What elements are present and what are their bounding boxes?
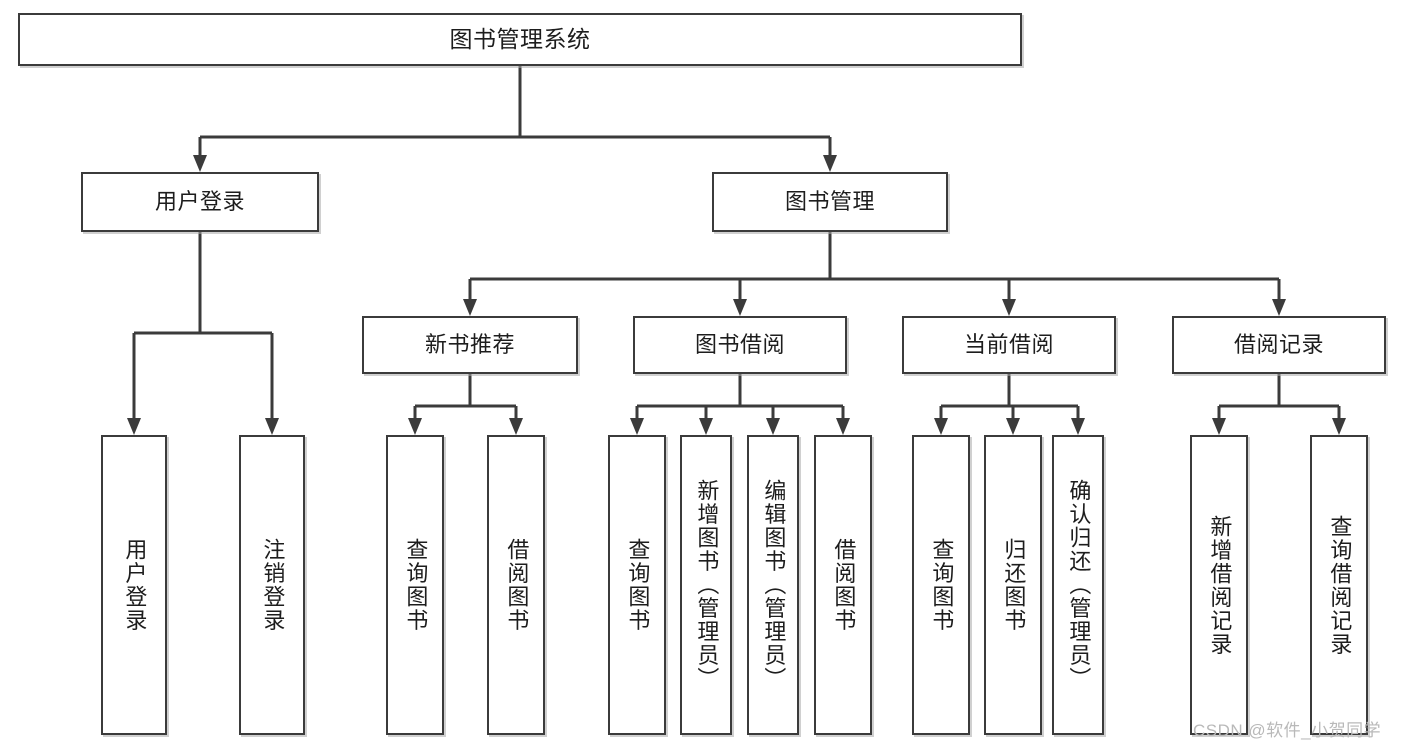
node-book-management[interactable]: 图书管理 — [712, 172, 948, 232]
node-label: 查询图书 — [403, 538, 429, 632]
leaf-confirm-return-admin[interactable]: 确认归还（管理员） — [1052, 435, 1104, 735]
node-borrow-record[interactable]: 借阅记录 — [1172, 316, 1386, 374]
csdn-watermark: CSDN @软件_小贺同学 — [1193, 721, 1382, 740]
node-label: 用户登录 — [122, 538, 148, 632]
node-label: 当前借阅 — [963, 332, 1054, 358]
node-label: 借阅图书 — [504, 538, 530, 632]
node-label: 新增图书（管理员） — [694, 479, 720, 691]
node-label: 查询图书 — [625, 538, 651, 632]
leaf-query-borrow-record[interactable]: 查询借阅记录 — [1310, 435, 1368, 735]
node-new-book-recommend[interactable]: 新书推荐 — [362, 316, 578, 374]
node-label: 用户登录 — [154, 189, 245, 215]
node-label: 查询借阅记录 — [1327, 514, 1353, 656]
node-label: 借阅图书 — [831, 538, 857, 632]
node-label: 图书借阅 — [694, 332, 785, 358]
leaf-return-book[interactable]: 归还图书 — [984, 435, 1042, 735]
leaf-borrow-book-recommend[interactable]: 借阅图书 — [487, 435, 545, 735]
leaf-user-login[interactable]: 用户登录 — [101, 435, 167, 735]
node-user-login[interactable]: 用户登录 — [81, 172, 319, 232]
node-label: 编辑图书（管理员） — [761, 479, 787, 691]
node-label: 新书推荐 — [424, 332, 515, 358]
node-label: 借阅记录 — [1233, 332, 1324, 358]
node-book-borrow[interactable]: 图书借阅 — [633, 316, 847, 374]
node-label: 注销登录 — [260, 538, 286, 632]
leaf-query-book-current[interactable]: 查询图书 — [912, 435, 970, 735]
leaf-query-book-recommend[interactable]: 查询图书 — [386, 435, 444, 735]
node-label: 确认归还（管理员） — [1066, 479, 1092, 691]
leaf-logout[interactable]: 注销登录 — [239, 435, 305, 735]
node-label: 新增借阅记录 — [1207, 514, 1233, 656]
leaf-borrow-book[interactable]: 借阅图书 — [814, 435, 872, 735]
node-label: 查询图书 — [929, 538, 955, 632]
leaf-add-book-admin[interactable]: 新增图书（管理员） — [680, 435, 732, 735]
node-root-system[interactable]: 图书管理系统 — [18, 13, 1022, 66]
node-current-borrow[interactable]: 当前借阅 — [902, 316, 1116, 374]
node-label: 图书管理 — [784, 189, 875, 215]
leaf-query-book-borrow[interactable]: 查询图书 — [608, 435, 666, 735]
leaf-add-borrow-record[interactable]: 新增借阅记录 — [1190, 435, 1248, 735]
node-label: 归还图书 — [1001, 538, 1027, 632]
leaf-edit-book-admin[interactable]: 编辑图书（管理员） — [747, 435, 799, 735]
node-label: 图书管理系统 — [449, 26, 591, 53]
